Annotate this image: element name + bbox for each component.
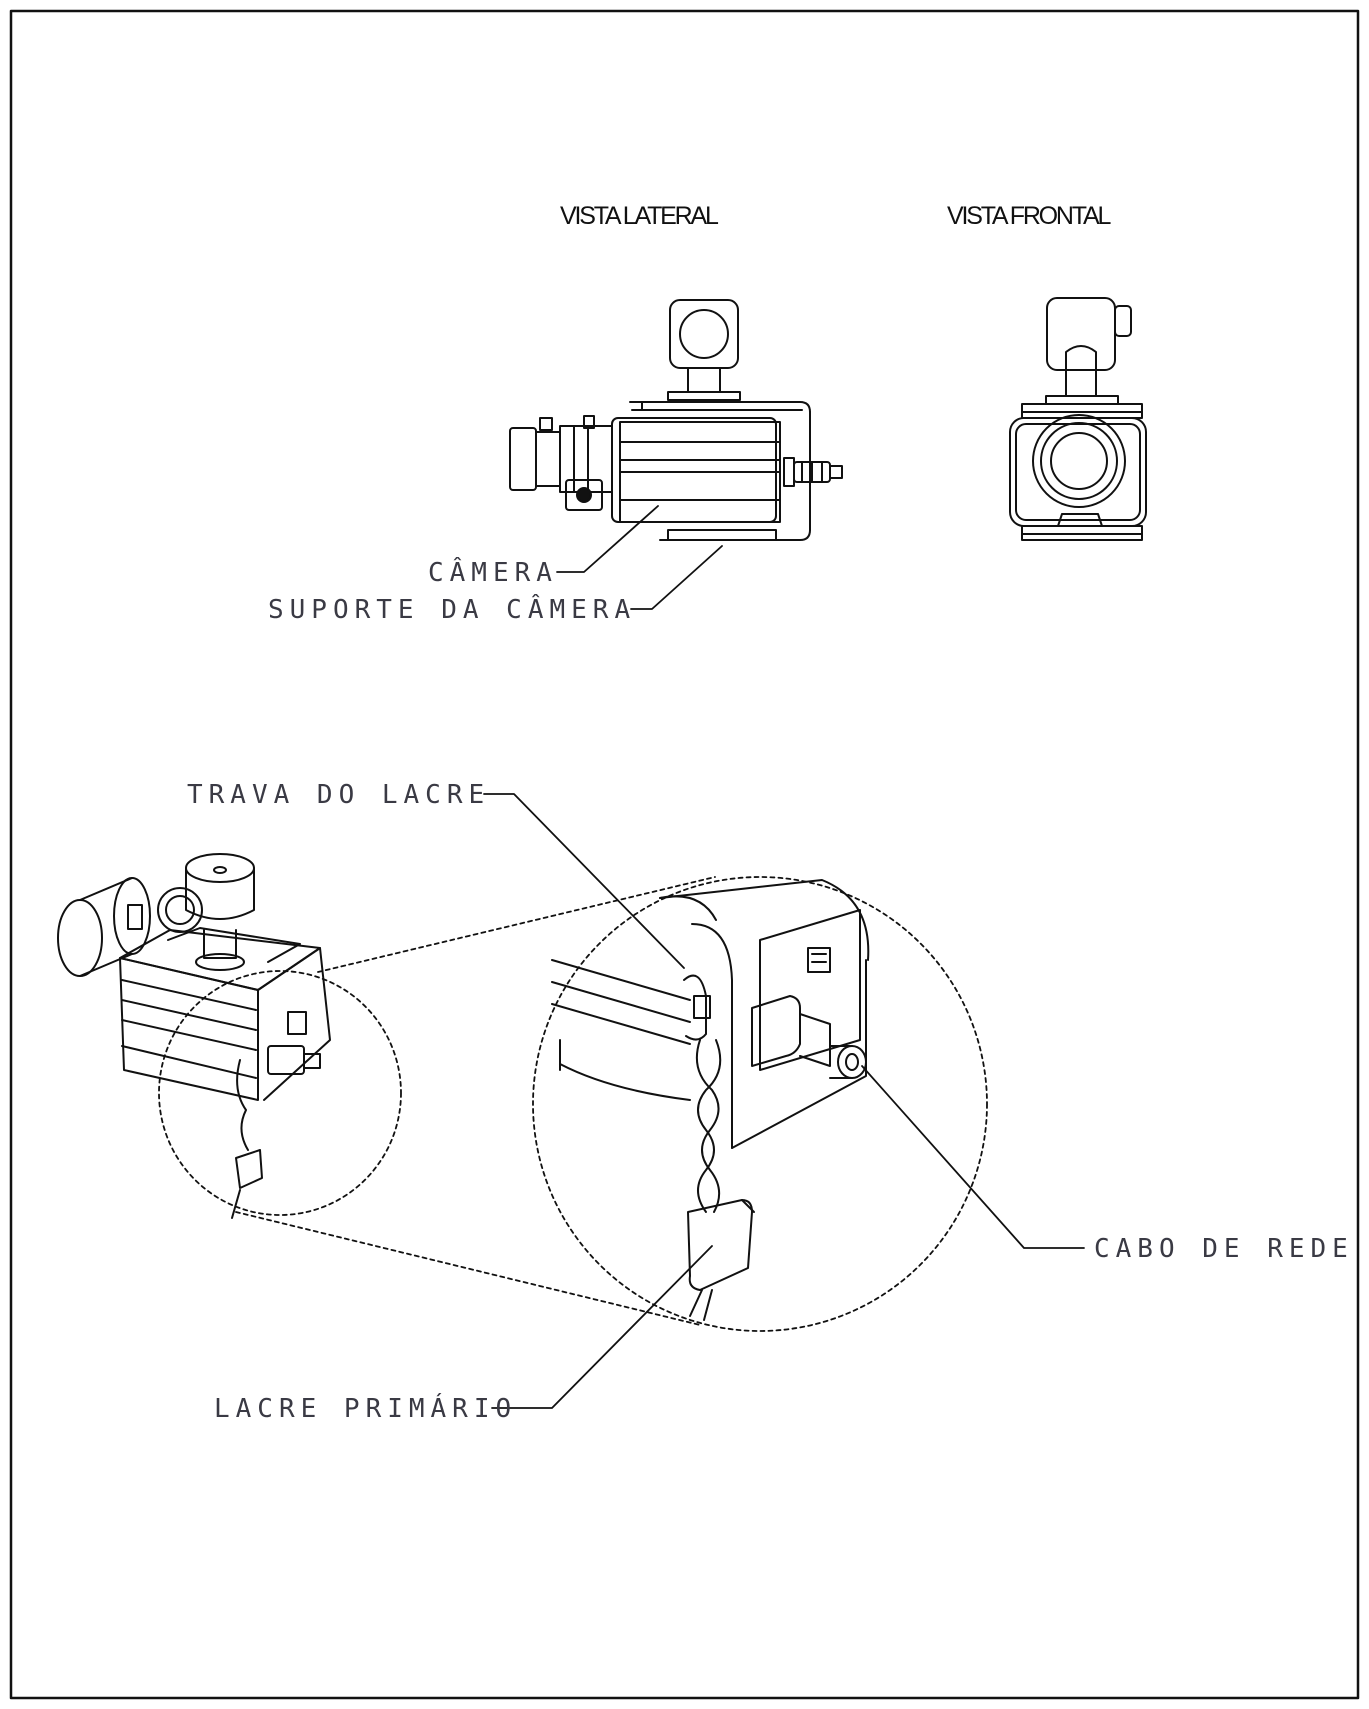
front-view-camera bbox=[1009, 297, 1147, 541]
label-trava-do-lacre: TRAVA DO LACRE bbox=[187, 780, 491, 810]
detail-view bbox=[551, 879, 870, 1321]
leader-lines-detail bbox=[483, 793, 1085, 1409]
sheet-frame bbox=[9, 9, 1360, 1700]
label-suporte-da-camera: SUPORTE DA CÂMERA bbox=[268, 595, 637, 625]
isometric-camera bbox=[57, 853, 331, 1219]
zoom-projection bbox=[158, 876, 988, 1332]
label-camera: CÂMERA bbox=[428, 558, 558, 588]
title-vista-frontal: VISTA FRONTAL bbox=[947, 202, 1111, 230]
leader-lines-side bbox=[556, 505, 723, 610]
label-cabo-de-rede: CABO DE REDE bbox=[1094, 1234, 1354, 1264]
side-view-camera bbox=[509, 299, 843, 541]
label-lacre-primario: LACRE PRIMÁRIO bbox=[214, 1394, 518, 1424]
title-vista-lateral: VISTA LATERAL bbox=[560, 202, 719, 230]
